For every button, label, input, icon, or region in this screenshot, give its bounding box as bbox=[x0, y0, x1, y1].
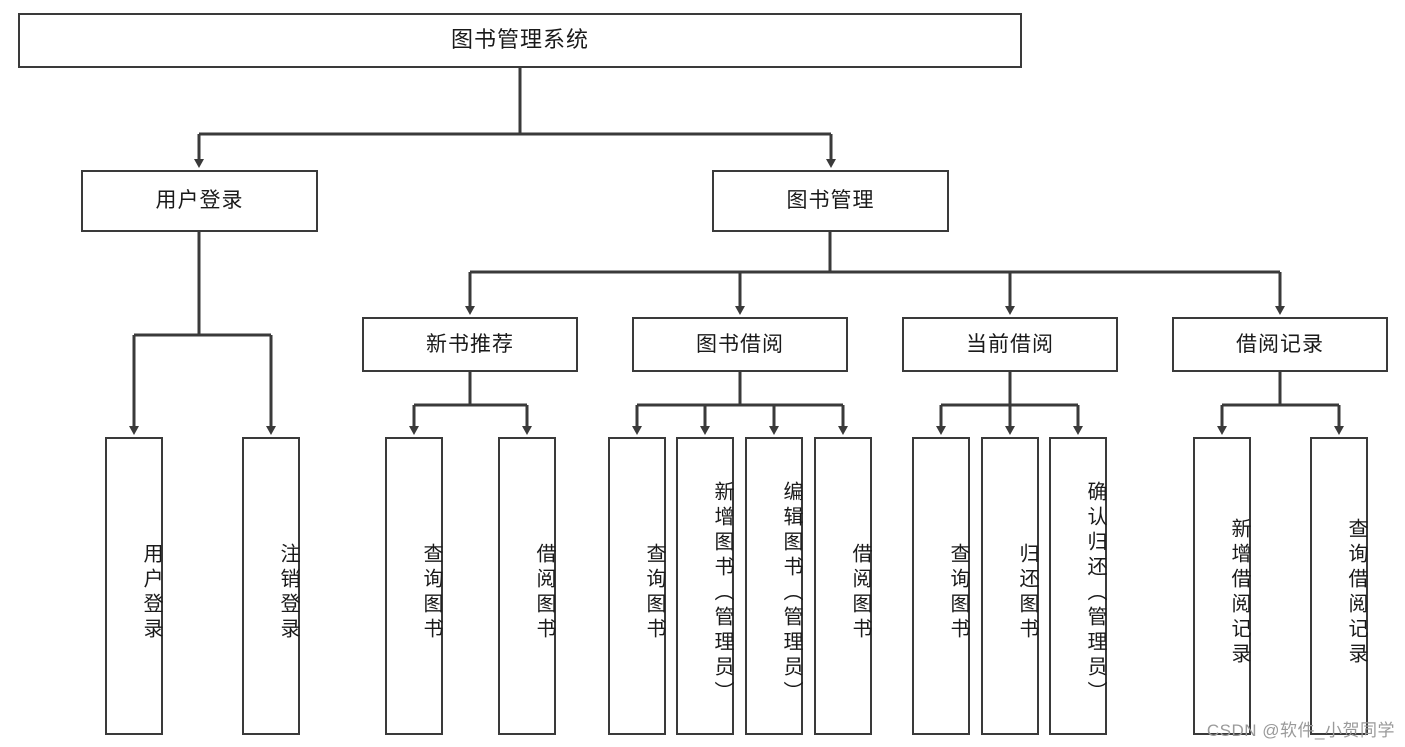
leaf-confirm-return[interactable]: 确认归还（管理员） bbox=[1049, 437, 1107, 735]
leaf-return-book[interactable]: 归还图书 bbox=[981, 437, 1039, 735]
leaf-user-login[interactable]: 用户登录 bbox=[105, 437, 163, 735]
leaf-query-record[interactable]: 查询借阅记录 bbox=[1310, 437, 1368, 735]
leaf-user-logout[interactable]: 注销登录 bbox=[242, 437, 300, 735]
leaf-query-book-1[interactable]: 查询图书 bbox=[385, 437, 443, 735]
node-root[interactable]: 图书管理系统 bbox=[18, 13, 1022, 68]
node-new-book-recommend[interactable]: 新书推荐 bbox=[362, 317, 578, 372]
leaf-query-book-2[interactable]: 查询图书 bbox=[608, 437, 666, 735]
leaf-borrow-book-2[interactable]: 借阅图书 bbox=[814, 437, 872, 735]
node-current-borrow[interactable]: 当前借阅 bbox=[902, 317, 1118, 372]
leaf-query-book-3[interactable]: 查询图书 bbox=[912, 437, 970, 735]
leaf-borrow-book-1[interactable]: 借阅图书 bbox=[498, 437, 556, 735]
node-user-login[interactable]: 用户登录 bbox=[81, 170, 318, 232]
node-book-manage[interactable]: 图书管理 bbox=[712, 170, 949, 232]
csdn-watermark: CSDN @软件_小贺同学 bbox=[1206, 721, 1395, 740]
leaf-add-book[interactable]: 新增图书（管理员） bbox=[676, 437, 734, 735]
node-book-borrow[interactable]: 图书借阅 bbox=[632, 317, 848, 372]
node-borrow-record[interactable]: 借阅记录 bbox=[1172, 317, 1388, 372]
leaf-add-record[interactable]: 新增借阅记录 bbox=[1193, 437, 1251, 735]
leaf-edit-book[interactable]: 编辑图书（管理员） bbox=[745, 437, 803, 735]
